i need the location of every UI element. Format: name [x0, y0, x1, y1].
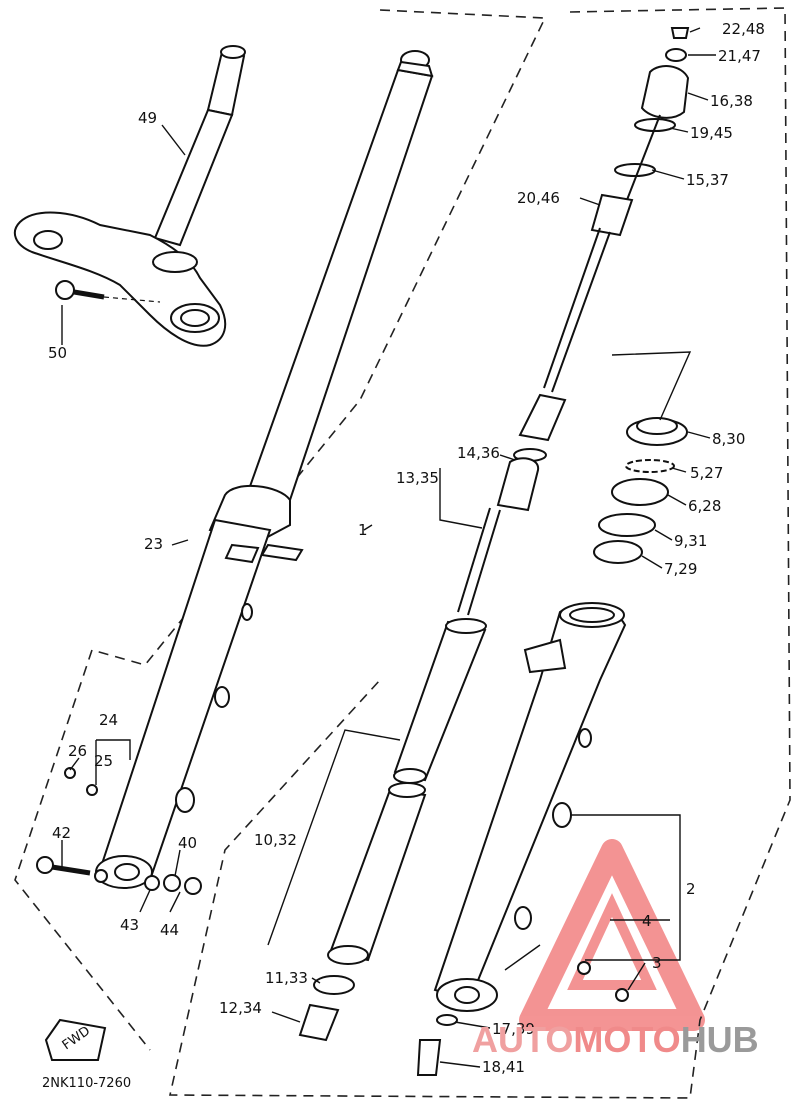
stem-bolt — [55, 280, 161, 303]
callout-40: 40 — [178, 834, 197, 852]
callout-18-41: 18,41 — [482, 1058, 525, 1076]
callout-22-48: 22,48 — [722, 20, 765, 38]
callout-43: 43 — [120, 916, 139, 934]
callout-50: 50 — [48, 344, 67, 362]
watermark-part-hub: HUB — [680, 1019, 759, 1060]
callout-21-47: 21,47 — [718, 47, 761, 65]
callout-49: 49 — [138, 109, 157, 127]
callout-44: 44 — [160, 921, 179, 939]
inner-fork-tube — [94, 50, 434, 889]
watermark-part-moto: MOTO — [573, 1019, 681, 1060]
callout-24: 24 — [99, 711, 118, 729]
callout-26: 26 — [68, 742, 87, 760]
fwd-arrow-icon: FWD — [44, 1018, 107, 1061]
leader-lines — [61, 27, 716, 1068]
callout-4: 4 — [642, 912, 652, 930]
callout-16-38: 16,38 — [710, 92, 753, 110]
callout-23: 23 — [144, 535, 163, 553]
watermark-logo — [519, 839, 705, 1031]
damper-assembly — [457, 27, 690, 616]
callout-1: 1 — [358, 521, 368, 539]
seal-stack — [593, 417, 688, 564]
drawing-code: 2NK110-7260 — [42, 1076, 131, 1091]
callout-12-34: 12,34 — [219, 999, 262, 1017]
callout-2: 2 — [686, 880, 696, 898]
callout-10-32: 10,32 — [254, 831, 297, 849]
callout-8-30: 8,30 — [712, 430, 745, 448]
callout-25: 25 — [94, 752, 113, 770]
outer-fork-leg — [416, 602, 629, 1076]
callout-labels: 49 50 23 24 26 25 42 40 43 44 1 10,32 11… — [42, 20, 765, 1091]
callout-15-37: 15,37 — [686, 171, 729, 189]
watermark-wordmark: AUTOMOTOHUB — [472, 1022, 759, 1058]
dashed-group-outlines — [14, 7, 791, 1099]
callout-9-31: 9,31 — [674, 532, 707, 550]
callout-13-35: 13,35 — [396, 469, 439, 487]
outline-lower — [169, 7, 791, 1099]
small-fasteners-left — [36, 767, 202, 895]
callout-5-27: 5,27 — [690, 464, 723, 482]
callout-42: 42 — [52, 824, 71, 842]
callout-7-29: 7,29 — [664, 560, 697, 578]
steering-stem — [13, 45, 246, 347]
callout-17-39: 17,39 — [492, 1020, 535, 1038]
callout-6-28: 6,28 — [688, 497, 721, 515]
slider-tubes — [298, 618, 487, 1042]
callout-11-33: 11,33 — [265, 969, 308, 987]
callout-20-46: 20,46 — [517, 189, 560, 207]
callout-19-45: 19,45 — [690, 124, 733, 142]
callout-3: 3 — [652, 954, 662, 972]
callout-14-36: 14,36 — [457, 444, 500, 462]
watermark-part-auto: AUTO — [472, 1019, 574, 1060]
outline-stanchion — [14, 9, 547, 1051]
